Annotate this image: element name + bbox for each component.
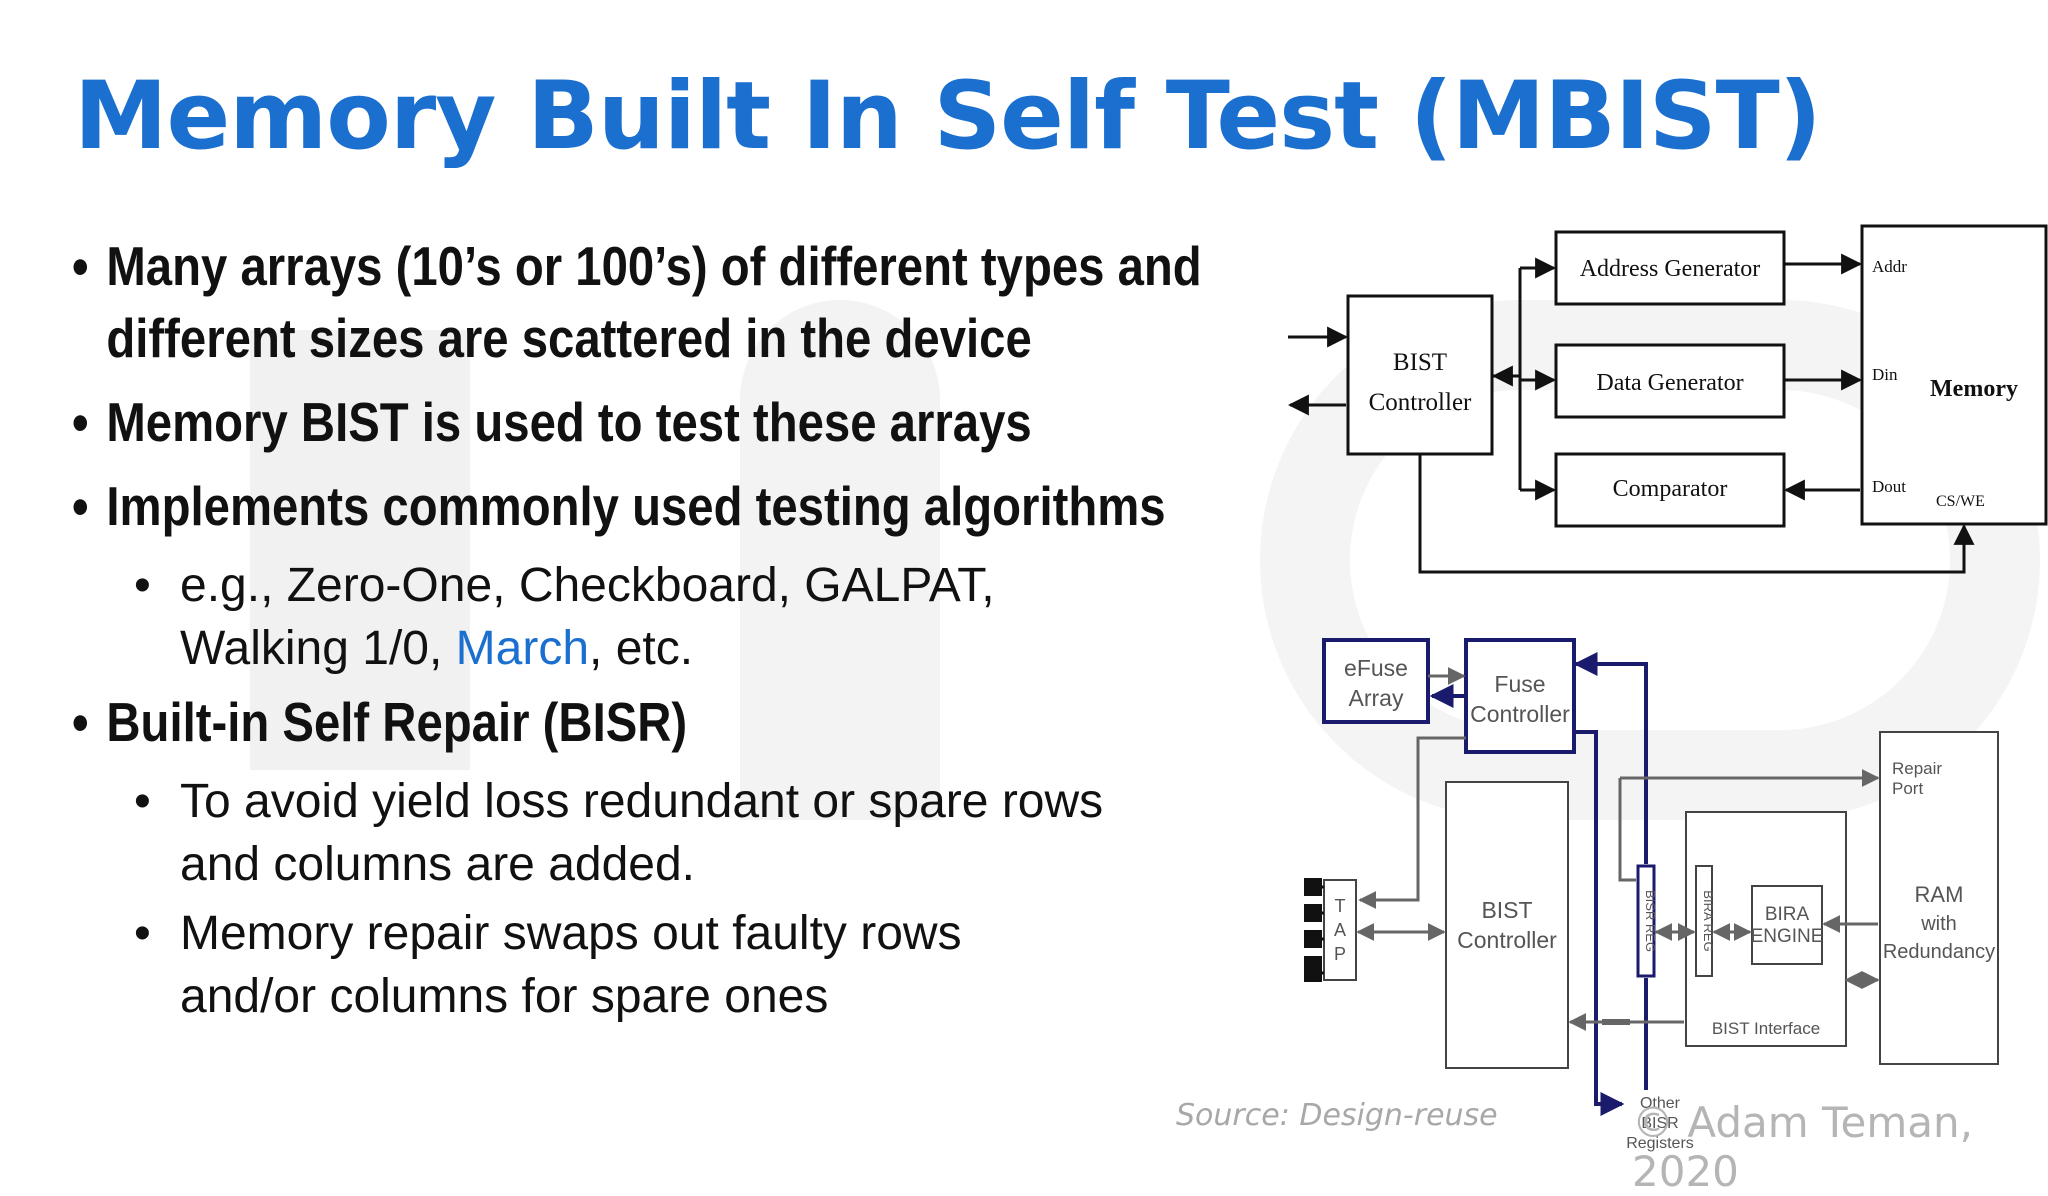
tap-label-t: T — [1335, 896, 1346, 916]
slide-title: Memory Built In Self Test (MBIST) — [74, 62, 1822, 171]
sub-bullet-repair: Memory repair swaps out faulty rows and/… — [72, 902, 1282, 1028]
din-port-label: Din — [1872, 365, 1898, 384]
comparator-box — [1554, 452, 1786, 528]
addr-port-label: Addr — [1872, 257, 1907, 276]
sub-bullet-text-end: , etc. — [589, 622, 694, 675]
tap-box — [1323, 879, 1357, 981]
memory-label: Memory — [1930, 376, 2018, 402]
bullet-list: Many arrays (10’s or 100’s) of different… — [72, 230, 1282, 1034]
mbist-diagrams: BIST Controller Address Generator Data G… — [1287, 224, 2048, 1152]
ram-label-3: Redundancy — [1883, 941, 1995, 963]
bullet-mbist: Memory BIST is used to test these arrays — [72, 386, 1310, 458]
sub-bullet-text-start: Walking 1/0, — [180, 622, 456, 675]
tap-label-a: A — [1334, 920, 1346, 940]
bullet-bisr: Built-in Self Repair (BISR) — [72, 686, 1310, 758]
source-caption: Source: Design-reuse — [1176, 1098, 1498, 1133]
fuse-controller-label-2: Controller — [1470, 701, 1570, 727]
bullet-text: Memory BIST is used to test these arrays — [106, 391, 1032, 453]
bisr-reg-box — [1636, 864, 1656, 978]
gray-wires — [1356, 667, 1880, 1031]
bullet-text: Implements commonly used testing algorit… — [106, 475, 1166, 537]
bullet-text: Built-in Self Repair (BISR) — [106, 691, 688, 753]
ram-label-2: with — [1920, 913, 1957, 935]
tap-pins — [1304, 878, 1322, 982]
efuse-label-2: Array — [1349, 685, 1404, 711]
bira-engine-box — [1751, 885, 1823, 965]
bullet-text: different sizes are scattered in the dev… — [106, 307, 1032, 369]
memory-box — [1860, 224, 2048, 526]
fuse-controller-label-1: Fuse — [1494, 671, 1545, 697]
other-bisr-label-1: Other — [1640, 1095, 1681, 1112]
bist-controller-bottom-box — [1445, 781, 1569, 1069]
repair-port-label-1: Repair — [1892, 759, 1942, 778]
bist-controller-label-1: BIST — [1393, 349, 1447, 376]
ram-box — [1879, 731, 1999, 1065]
navy-wires — [1429, 652, 1648, 1116]
sub-bullet-text: e.g., Zero-One, Checkboard, GALPAT, — [180, 559, 995, 612]
bullet-text: Many arrays (10’s or 100’s) of different… — [106, 235, 1202, 297]
ram-label-1: RAM — [1915, 882, 1964, 907]
march-link[interactable]: March — [455, 622, 590, 675]
cswe-port-label: CS/WE — [1936, 493, 1985, 510]
cswe-line — [1418, 454, 1975, 574]
bullet-arrays: Many arrays (10’s or 100’s) of different… — [72, 230, 1310, 374]
sub-bullet-text: Walking 1/0, March, etc. — [180, 617, 1282, 680]
efuse-label-1: eFuse — [1344, 655, 1408, 681]
other-bisr-label-3: Registers — [1626, 1135, 1694, 1152]
sub-bullet-text: To avoid yield loss redundant or spare r… — [180, 775, 1104, 828]
dout-port-label: Dout — [1872, 477, 1906, 496]
bist-controller-label-2: Controller — [1369, 389, 1472, 416]
sub-bullet-text: and/or columns for spare ones — [180, 970, 829, 1023]
bira-engine-label-1: BIRA — [1765, 904, 1810, 925]
other-bisr-label-2: BISR — [1641, 1115, 1678, 1132]
address-generator-box — [1554, 230, 1786, 306]
fuse-controller-box — [1464, 638, 1576, 754]
bist-ctrl-bottom-label-2: Controller — [1457, 927, 1557, 953]
address-generator-label: Address Generator — [1580, 256, 1761, 282]
bullet-algorithms: Implements commonly used testing algorit… — [72, 470, 1310, 542]
copyright-footer: © Adam Teman, 2020 — [1632, 1098, 1973, 1196]
top-diagram: BIST Controller Address Generator Data G… — [1287, 224, 2048, 574]
data-generator-label: Data Generator — [1596, 370, 1743, 396]
bisr-reg-label: BISR REG — [1643, 890, 1658, 952]
bist-ctrl-bottom-label-1: BIST — [1481, 897, 1532, 923]
bira-reg-label: BIRA REG — [1701, 890, 1716, 951]
bist-controller-box — [1346, 294, 1494, 456]
sub-bullet-text: and columns are added. — [180, 838, 696, 891]
bira-reg-box — [1695, 865, 1713, 977]
bist-interface-label: BIST Interface — [1712, 1019, 1820, 1038]
sub-bullet-algorithms: e.g., Zero-One, Checkboard, GALPAT, Walk… — [72, 554, 1282, 680]
efuse-array-box — [1322, 638, 1430, 724]
bira-engine-label-2: ENGINE — [1751, 926, 1824, 947]
sub-bullet-yield: To avoid yield loss redundant or spare r… — [72, 770, 1282, 896]
repair-port-label-2: Port — [1892, 779, 1923, 798]
tap-label-p: P — [1334, 944, 1346, 964]
tap-pin-lines — [1304, 885, 1324, 975]
comparator-label: Comparator — [1613, 476, 1728, 502]
sub-bullet-text: Memory repair swaps out faulty rows — [180, 907, 962, 960]
bottom-diagram: eFuse Array Fuse Controller T A P BIST C… — [1304, 638, 1999, 1152]
